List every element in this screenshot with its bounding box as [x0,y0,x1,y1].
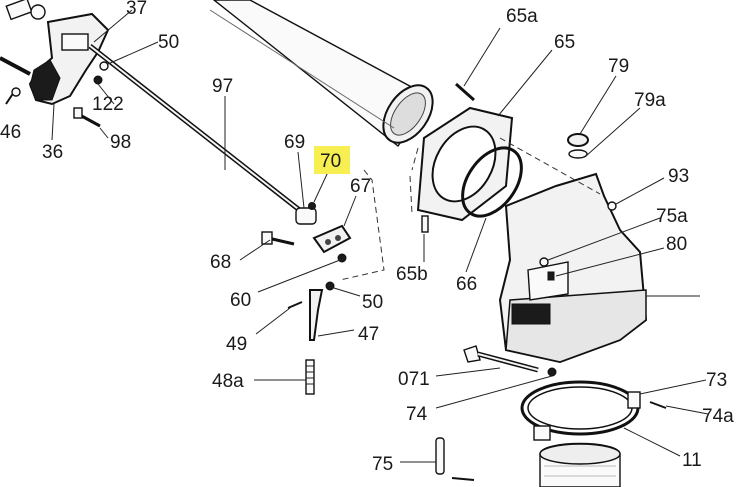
label-66: 66 [456,274,477,295]
label-70: 70 [320,151,341,172]
label-65b: 65b [396,264,428,285]
crank-handle-assembly [0,0,304,214]
label-49: 49 [226,334,247,355]
label-65a: 65a [506,6,538,27]
label-47: 47 [358,324,379,345]
label-75: 75 [372,454,393,475]
label-79: 79 [608,56,629,77]
label-50-top: 50 [158,32,179,53]
label-071: 071 [398,369,430,390]
label-50-mid: 50 [362,292,383,313]
label-80: 80 [666,234,687,255]
gearbox-housing [498,133,700,364]
label-36: 36 [42,142,63,163]
flange-and-gasket [416,82,523,233]
label-98: 98 [110,132,131,153]
label-60: 60 [230,290,251,311]
label-46: 46 [0,122,21,143]
label-68: 68 [210,252,231,273]
label-75a: 75a [656,206,688,227]
label-93: 93 [668,166,689,187]
leader-lines [51,9,709,463]
chute-tube [209,0,434,148]
assembly-guide-lines [339,137,601,281]
bushing-assembly [261,202,352,395]
label-37: 37 [126,0,147,19]
label-79a: 79a [634,90,666,111]
label-74a: 74a [702,406,734,427]
label-48a: 48a [212,371,244,392]
label-73: 73 [706,370,727,391]
label-67: 67 [350,176,371,197]
lower-assembly [435,345,667,487]
part-number-labels: 37 50 97 46 122 98 36 69 70 67 68 60 50 … [0,0,734,475]
label-69: 69 [284,132,305,153]
highlight-box [314,146,350,174]
label-65: 65 [554,32,575,53]
label-97: 97 [212,76,233,97]
label-74: 74 [406,404,428,425]
label-122: 122 [92,94,124,115]
label-11: 11 [682,450,702,471]
